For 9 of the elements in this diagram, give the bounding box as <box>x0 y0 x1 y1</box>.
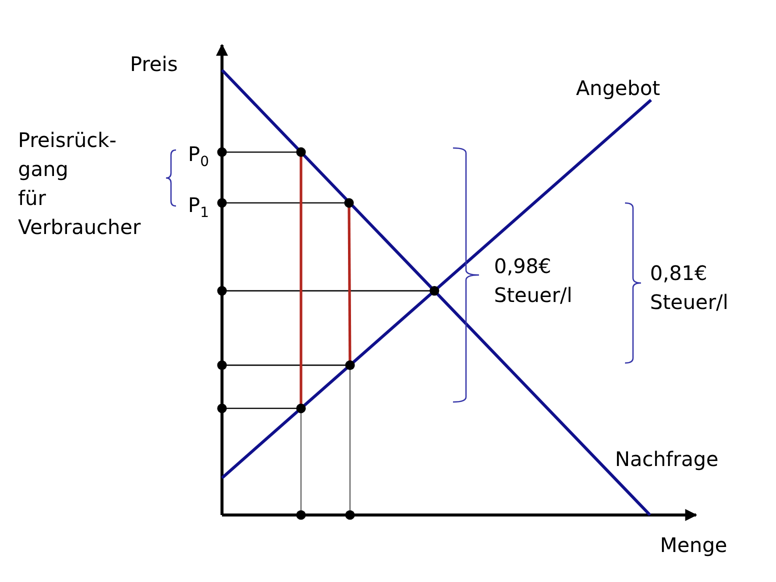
tax-label: 0,81€ Steuer/l <box>650 260 730 316</box>
curve-label: Nachfrage <box>615 446 718 473</box>
price-label: P$_{1}$ <box>188 192 209 220</box>
tax-label: 0,98€ Steuer/l <box>494 253 574 309</box>
axis-label: Preis <box>130 51 178 78</box>
price-label: P$_{0}$ <box>188 141 209 169</box>
axis-label: Menge <box>660 532 728 559</box>
annotation-text: Preisrück-gang für Verbraucher <box>18 127 141 241</box>
curve-label: Angebot <box>576 75 660 102</box>
